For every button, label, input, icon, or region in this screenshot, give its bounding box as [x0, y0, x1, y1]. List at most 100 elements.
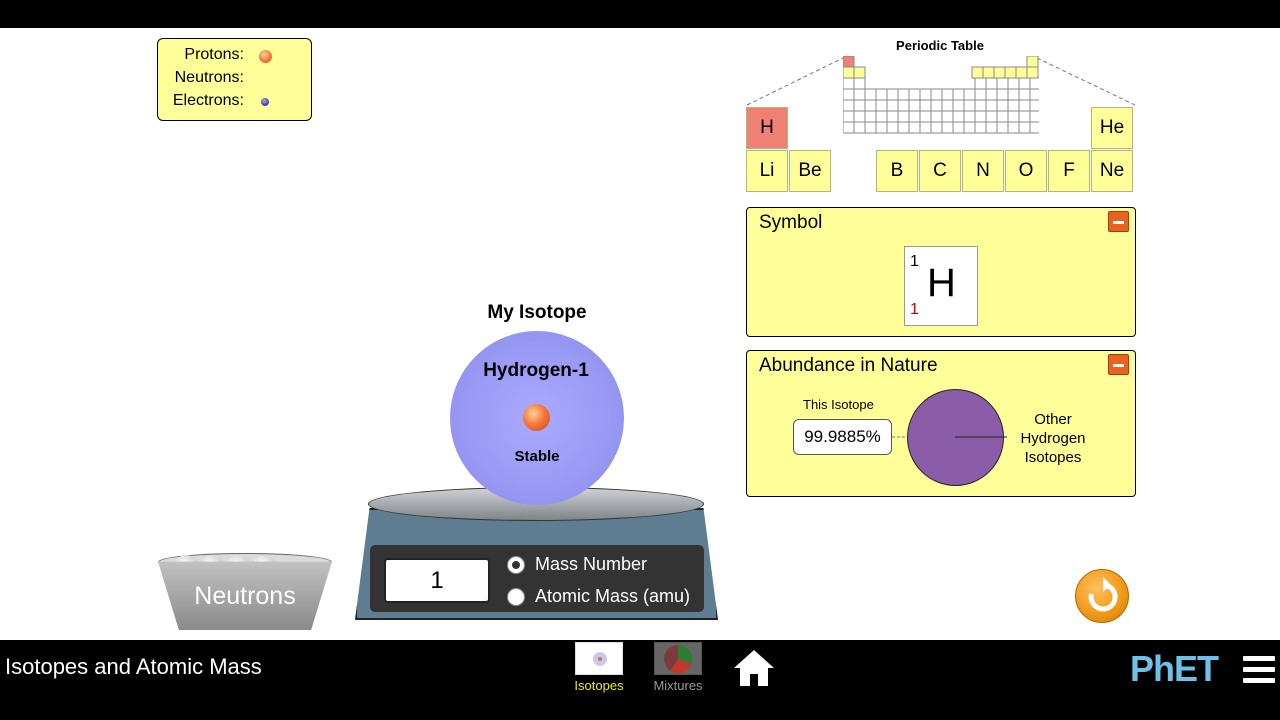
home-button[interactable]	[732, 648, 776, 688]
mixtures-screen-button[interactable]: Mixtures	[648, 642, 708, 696]
element-be[interactable]: Be	[789, 150, 831, 192]
mini-table-cell	[843, 121, 855, 134]
scale-readout: 1	[384, 558, 490, 603]
element-c[interactable]: C	[919, 150, 961, 192]
mini-table-cell	[1018, 88, 1031, 101]
mini-table-cell	[864, 121, 877, 134]
mini-table-cell	[897, 110, 910, 123]
isotopes-screen-icon	[575, 642, 623, 675]
mini-table-cell	[919, 99, 932, 112]
mini-table-cell	[853, 121, 866, 134]
menu-bar-1	[1243, 656, 1275, 661]
mini-table-cell	[963, 88, 976, 101]
atomic-mass-radio[interactable]	[507, 588, 525, 606]
element-li[interactable]: Li	[746, 150, 788, 192]
mini-table-cell	[985, 77, 998, 90]
symbol-panel-title: Symbol	[759, 212, 823, 233]
collapse-symbol-button[interactable]	[1108, 211, 1129, 232]
mini-table-cell	[908, 121, 921, 134]
mini-table-cell	[1029, 99, 1039, 112]
mini-table-cell	[974, 77, 987, 90]
mini-table-cell	[985, 110, 998, 123]
particle-legend: Protons: Neutrons: Electrons:	[157, 38, 312, 121]
element-ne[interactable]: Ne	[1091, 150, 1133, 192]
mini-table-cell	[843, 77, 855, 90]
mini-table-cell	[1018, 99, 1031, 112]
mini-table-cell	[952, 110, 965, 123]
element-o[interactable]: O	[1005, 150, 1047, 192]
abundance-percent-readout: 99.9885%	[793, 419, 892, 455]
mini-table-cell	[930, 121, 943, 134]
isotopes-screen-label: Isotopes	[574, 678, 624, 693]
mini-table-cell	[919, 110, 932, 123]
element-n[interactable]: N	[962, 150, 1004, 192]
mini-table-cell	[1018, 77, 1031, 90]
legend-protons-label: Protons:	[184, 46, 244, 63]
phet-logo[interactable]: PhET	[1130, 648, 1219, 689]
isotopes-screen-button[interactable]: Isotopes	[569, 642, 629, 696]
mass-number-radio-label[interactable]: Mass Number	[535, 554, 648, 574]
element-b[interactable]: B	[876, 150, 918, 192]
mass-number-superscript: 1	[910, 253, 919, 270]
mini-table-cell	[941, 121, 954, 134]
electron-icon	[261, 98, 269, 106]
mini-table-cell	[952, 99, 965, 112]
other-label-line-3: Isotopes	[1024, 449, 1082, 466]
mini-table-cell	[996, 110, 1009, 123]
mini-table-cell	[952, 121, 965, 134]
periodic-table-zoom-lines	[746, 57, 1136, 106]
mini-table-cell	[974, 88, 987, 101]
mini-table-cell	[1029, 121, 1039, 134]
navigation-bar: Isotopes and Atomic Mass Isotopes Mixtur…	[0, 640, 1280, 720]
mini-table-cell	[1007, 99, 1020, 112]
mini-table-cell	[886, 121, 899, 134]
mini-table-cell	[985, 99, 998, 112]
mini-table-cell	[974, 110, 987, 123]
mini-table-cell	[919, 88, 932, 101]
mini-table-cell	[875, 121, 888, 134]
mini-table-cell	[1029, 110, 1039, 123]
mini-table-cell	[1007, 77, 1020, 90]
mini-table-cell	[853, 77, 866, 90]
mini-table-cell	[843, 110, 855, 123]
nucleus-proton[interactable]	[523, 404, 550, 431]
mini-table-cell	[1007, 110, 1020, 123]
mini-table-cell	[897, 88, 910, 101]
other-label-line-2: Hydrogen	[1020, 430, 1086, 447]
element-f[interactable]: F	[1048, 150, 1090, 192]
mini-table-cell	[886, 88, 899, 101]
mini-table-cell	[941, 88, 954, 101]
mini-table-cell	[996, 77, 1009, 90]
mini-table-cell	[996, 121, 1009, 134]
mini-table-cell	[864, 110, 877, 123]
mini-table-cell	[875, 99, 888, 112]
mini-periodic-table[interactable]	[843, 56, 1039, 134]
atomic-mass-radio-label[interactable]: Atomic Mass (amu)	[535, 586, 691, 606]
element-h[interactable]: H	[746, 107, 788, 149]
neutron-bucket[interactable]	[158, 561, 332, 630]
mini-table-cell	[985, 121, 998, 134]
mini-table-cell	[996, 99, 1009, 112]
abundance-panel-title: Abundance in Nature	[759, 355, 938, 376]
periodic-table-title: Periodic Table	[896, 38, 984, 53]
menu-bar-3	[1243, 678, 1275, 683]
mini-table-cell	[1007, 88, 1020, 101]
abundance-panel: Abundance in Nature This Isotope 99.9885…	[746, 350, 1136, 497]
mini-table-cell	[875, 110, 888, 123]
element-symbol: H	[927, 261, 956, 305]
proton-icon	[259, 50, 272, 63]
mini-table-cell	[843, 88, 855, 101]
menu-bar-2	[1243, 667, 1275, 672]
mini-table-cell	[1018, 110, 1031, 123]
collapse-abundance-button[interactable]	[1108, 354, 1129, 375]
reset-all-button[interactable]	[1075, 569, 1129, 623]
mixtures-screen-label: Mixtures	[653, 678, 703, 693]
legend-electrons-label: Electrons:	[172, 92, 244, 109]
other-isotopes-label: Other Hydrogen Isotopes	[1005, 410, 1101, 467]
mini-table-cell	[886, 99, 899, 112]
element-he[interactable]: He	[1091, 107, 1133, 149]
phet-menu-button[interactable]	[1243, 656, 1275, 684]
mass-number-radio[interactable]	[507, 556, 525, 574]
mini-table-cell	[908, 110, 921, 123]
mini-table-cell	[1007, 121, 1020, 134]
